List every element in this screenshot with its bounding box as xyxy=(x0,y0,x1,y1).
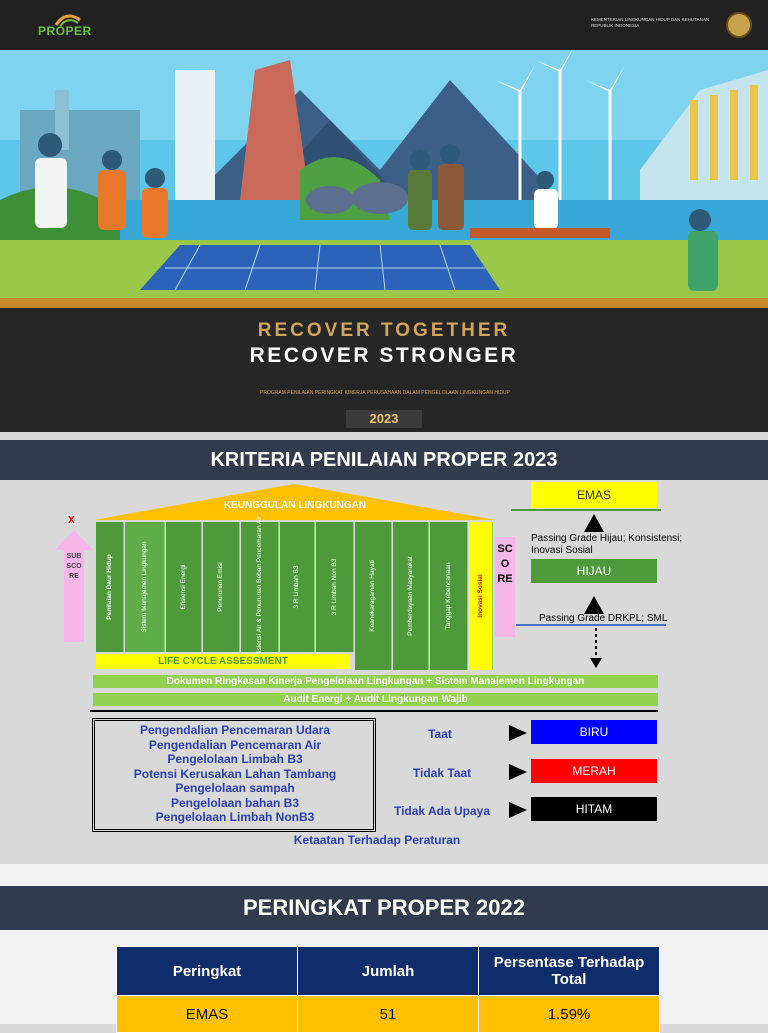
column-inovasi-sosial: Inovasi Sosial xyxy=(469,522,493,670)
compliance-item: Pengendalian Pencemaran Air xyxy=(148,737,322,752)
arrow-right-icon xyxy=(509,764,527,780)
table-header-cell: Peringkat xyxy=(116,946,298,996)
table-header-row: Peringkat Jumlah Persentase Terhadap Tot… xyxy=(116,946,660,996)
table-header-cell: Jumlah xyxy=(297,946,479,996)
score-box xyxy=(495,537,515,637)
x-mark: X xyxy=(68,515,75,526)
compliance-list: Pengendalian Pencemaran Udara Pengendali… xyxy=(95,723,375,825)
peringkat-table: Peringkat Jumlah Persentase Terhadap Tot… xyxy=(116,946,660,1033)
compliance-caption: Ketaatan Terhadap Peraturan xyxy=(293,833,461,847)
compliance-item: Pengendalian Pencemaran Udara xyxy=(139,723,331,737)
column-penilaian-daur-hidup: Penilaian Daur Hidup xyxy=(96,522,124,652)
compliance-box xyxy=(92,718,376,832)
proper-logo: PROPER xyxy=(38,12,98,40)
rank-merah: MERAH xyxy=(531,759,657,783)
table-header-cell: Persentase Terhadap Total xyxy=(478,946,660,996)
proper-logo-text: PROPER xyxy=(38,24,92,38)
base-line xyxy=(90,710,658,712)
rank-biru: BIRU xyxy=(531,720,657,744)
drkpl-underline xyxy=(516,624,666,626)
column-label: Sistem Manajemen Lingkungan xyxy=(140,541,148,633)
column-label: Penurunan Emisi xyxy=(217,562,224,612)
status-taat: Taat xyxy=(428,727,452,741)
column-label: Penilaian Daur Hidup xyxy=(105,554,113,620)
program-subtitle: PROGRAM PENILAIAN PERINGKAT KINERJA PERU… xyxy=(260,390,510,396)
cover-top-bar xyxy=(0,0,768,50)
arrow-right-icon xyxy=(509,802,527,818)
lca-bar: LIFE CYCLE ASSESSMENT xyxy=(96,654,350,669)
compliance-item: Pengelolaan sampah xyxy=(175,781,295,795)
score-label: SCORE xyxy=(497,543,513,585)
passing-grade-hijau: Passing Grade Hijau; Konsistensi; Inovas… xyxy=(531,533,683,556)
column-label: Keanekaragaman Hayati xyxy=(369,560,376,632)
status-tidak-ada-upaya: Tidak Ada Upaya xyxy=(393,804,491,818)
emas-underline xyxy=(511,509,661,511)
cover-title-line2: RECOVER STRONGER xyxy=(249,344,519,367)
compliance-item: Pengelolaan Limbah B3 xyxy=(167,752,303,766)
column-label: Efisiensi Air & Penurunan Beban Pencemar… xyxy=(255,515,263,659)
arrow-up-icon xyxy=(584,514,604,532)
rank-emas: EMAS xyxy=(531,482,657,508)
rank-hitam: HITAM xyxy=(531,797,657,821)
dashed-arrow-down-icon xyxy=(590,628,602,668)
cover-title-line1: RECOVER TOGETHER xyxy=(257,320,511,341)
table-cell: 51 xyxy=(297,995,479,1033)
compliance-item: Potensi Kerusakan Lahan Tambang xyxy=(133,766,337,781)
column-penurunan-emisi: Penurunan Emisi xyxy=(203,522,240,652)
ministry-name: KEMENTERIAN LINGKUNGAN HIDUP DAN KEHUTAN… xyxy=(591,17,710,28)
column-label: 3 R Limbah B3 xyxy=(293,565,300,609)
column-label: Tanggap Kebencanaan xyxy=(444,562,452,630)
illustration-banner xyxy=(0,50,768,308)
compliance-item: Pengelolaan Limbah NonB3 xyxy=(155,810,315,824)
column-3r-limbah-b3: 3 R Limbah B3 xyxy=(280,522,315,652)
column-label: Inovasi Sosial xyxy=(476,574,484,618)
column-efisiensi-air: Efisiensi Air & Penurunan Beban Pencemar… xyxy=(241,516,279,658)
proper-logo-swirl-icon xyxy=(54,14,81,27)
peringkat-title: PERINGKAT PROPER 2022 xyxy=(0,886,768,930)
column-label: Efisiensi Energi xyxy=(179,564,187,610)
table-cell: EMAS xyxy=(116,995,298,1033)
cover-year: 2023 xyxy=(346,410,422,428)
sub-score-arrow-icon xyxy=(55,530,93,642)
column-pemberdayaan-masyarakat: Pemberdayaan Masyarakat xyxy=(393,522,429,670)
sub-score-label: SUB SCORE xyxy=(66,553,82,580)
column-sistem-manajemen: Sistem Manajemen Lingkungan xyxy=(125,522,165,652)
roof-triangle xyxy=(94,484,496,520)
cover-slide: PROPER KEMENTERIAN LINGKUNGAN HIDUP DAN … xyxy=(0,0,768,432)
kriteria-title: KRITERIA PENILAIAN PROPER 2023 xyxy=(0,440,768,480)
rank-hijau: HIJAU xyxy=(531,559,657,583)
compliance-item: Pengelolaan bahan B3 xyxy=(170,795,300,810)
roof-label: KEUNGGULAN LINGKUNGAN xyxy=(223,500,367,511)
table-cell: 1.59% xyxy=(478,995,660,1033)
column-tanggap-kebencanaan: Tanggap Kebencanaan xyxy=(430,522,468,670)
base-bar-audit: Audit Energi + Audit Lingkungan Wajib xyxy=(93,693,658,706)
status-tidak-taat: Tidak Taat xyxy=(412,766,472,780)
arrow-right-icon xyxy=(509,725,527,741)
arrow-up-icon xyxy=(584,596,604,614)
passing-grade-drkpl: Passing Grade DRKPL; SML xyxy=(539,613,668,624)
column-keanekaragaman-hayati: Keanekaragaman Hayati xyxy=(355,522,392,670)
column-3r-limbah-non-b3: 3 R Limbah Non B3 xyxy=(316,522,354,652)
table-row: EMAS 51 1.59% xyxy=(116,995,660,1033)
ministry-emblem-icon xyxy=(726,12,752,38)
base-bar-dokumen: Dokumen Ringkasan Kinerja Pengelolaan Li… xyxy=(93,675,658,688)
column-label: Pemberdayaan Masyarakat xyxy=(406,556,414,636)
column-efisiensi-energi: Efisiensi Energi xyxy=(166,522,202,652)
column-label: 3 R Limbah Non B3 xyxy=(330,558,338,616)
